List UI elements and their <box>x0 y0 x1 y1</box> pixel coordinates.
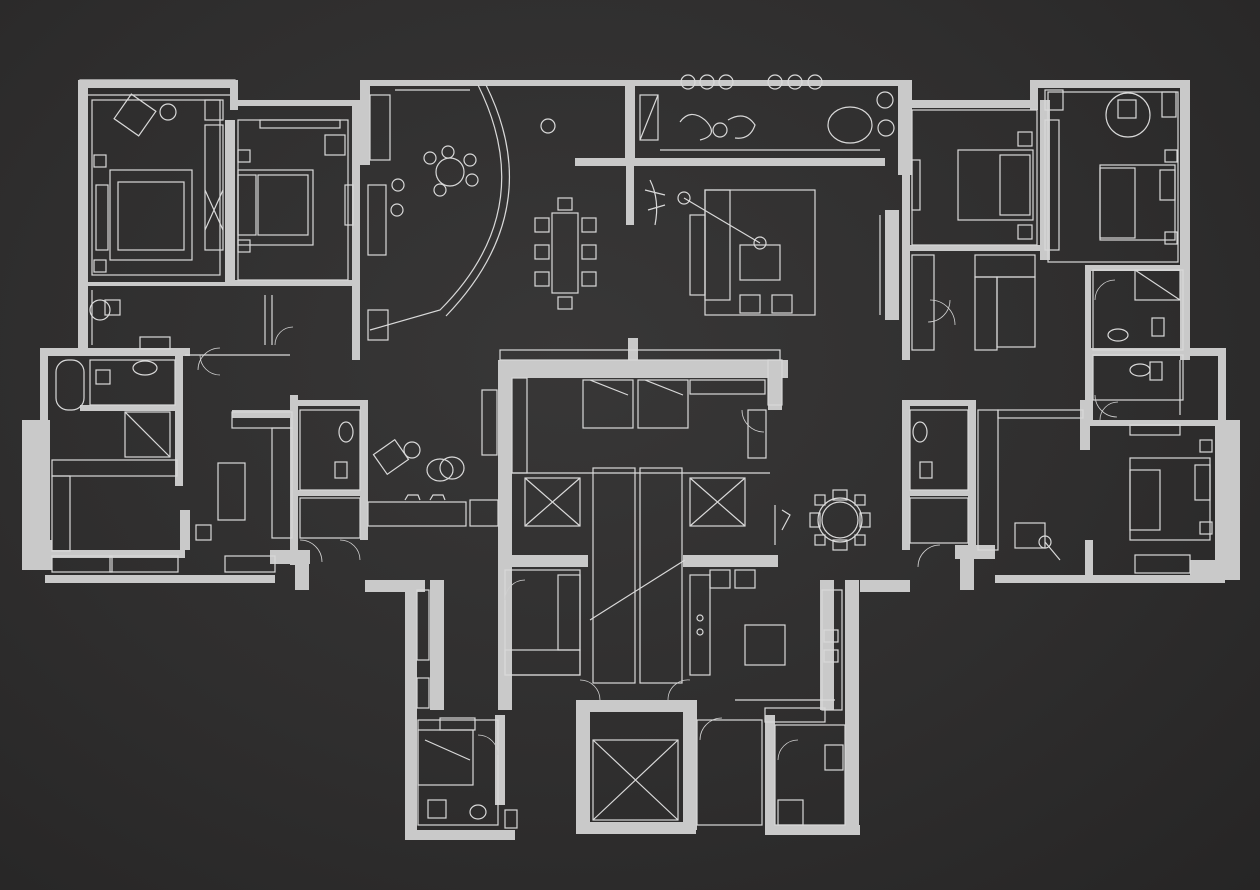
round-dining-table <box>774 489 871 551</box>
right-master-bath <box>1092 269 1184 421</box>
right-bedroom-3 <box>977 409 1213 574</box>
left-small-bath <box>299 409 361 563</box>
left-master-bedroom <box>89 93 224 350</box>
left-bath-and-closet <box>51 347 293 573</box>
kitchen <box>689 569 843 723</box>
right-small-bath <box>909 409 969 568</box>
left-corridor-cabinets <box>367 438 499 527</box>
lower-left-room <box>416 589 518 829</box>
outer-walls <box>22 79 1240 840</box>
lower-right-utility <box>696 717 846 826</box>
balcony-furniture <box>639 74 895 151</box>
left-bedroom-2 <box>237 119 354 346</box>
right-master-bedroom <box>1044 89 1179 263</box>
living-room <box>644 179 899 320</box>
center-core <box>481 349 783 821</box>
tea-room <box>367 84 556 341</box>
door-swings <box>199 299 1118 561</box>
right-bedroom-2 <box>911 109 1038 351</box>
inner-walls <box>80 100 1220 580</box>
dining-area <box>534 197 597 310</box>
